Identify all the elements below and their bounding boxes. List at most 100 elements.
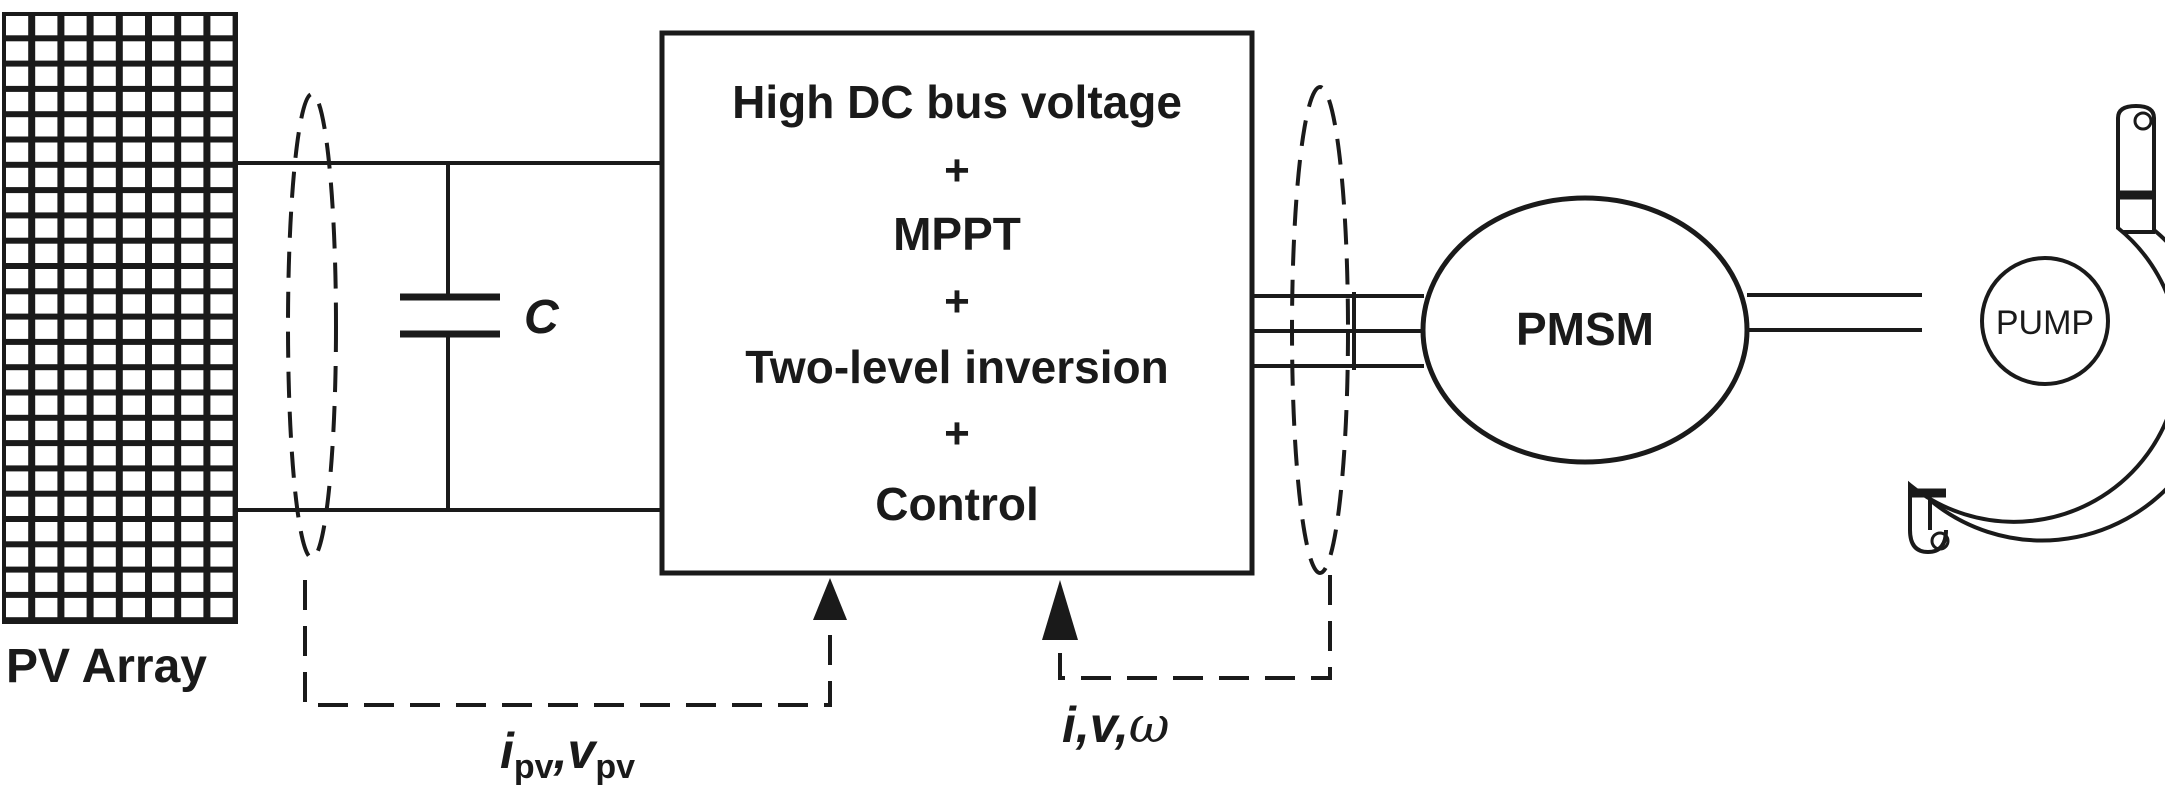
pv-cell	[122, 572, 145, 592]
pv-cell	[93, 572, 116, 592]
pv-cell	[6, 572, 29, 592]
pv-cell	[152, 496, 175, 516]
pv-cell	[93, 344, 116, 365]
converter-text: High DC bus voltage+MPPT+Two-level inver…	[732, 76, 1182, 530]
pv-cell	[210, 91, 233, 112]
pv-cell	[93, 142, 116, 162]
pv-cell	[64, 117, 87, 137]
pv-cell	[152, 243, 175, 263]
pv-cell	[93, 496, 116, 516]
pv-cell	[93, 167, 116, 188]
pv-cell	[35, 446, 58, 466]
pv-cell	[181, 117, 204, 137]
pv-cell	[181, 193, 204, 213]
pv-cell	[93, 471, 116, 491]
pv-cell	[35, 16, 58, 36]
pv-cell	[6, 522, 29, 542]
pv-cell	[181, 294, 204, 314]
pv-cell	[122, 522, 145, 542]
pv-feedback-path	[303, 578, 847, 707]
pv-cell	[35, 344, 58, 365]
pv-cell	[35, 471, 58, 491]
motor-feedback-label: i,v,ω	[1062, 696, 1170, 754]
converter-line-6: Control	[875, 478, 1039, 530]
pv-cell	[181, 572, 204, 592]
pv-cell	[181, 269, 204, 289]
pv-cell	[64, 496, 87, 516]
pv-cell	[152, 319, 175, 339]
pv-cell	[152, 446, 175, 466]
pv-cell	[6, 41, 29, 61]
pv-cell	[6, 319, 29, 339]
pv-array	[2, 12, 238, 624]
pv-cell	[210, 446, 233, 466]
pv-cell	[64, 420, 87, 441]
converter-line-4: Two-level inversion	[745, 341, 1168, 393]
pv-cell	[35, 572, 58, 592]
pv-cell	[152, 471, 175, 491]
pv-feedback-label: ipv,vpv	[500, 723, 635, 786]
pv-cell	[210, 370, 233, 390]
pv-cell	[152, 117, 175, 137]
converter-line-2: MPPT	[893, 208, 1021, 260]
pv-cell	[64, 370, 87, 390]
pv-cell	[64, 269, 87, 289]
pv-cell	[152, 547, 175, 567]
converter-line-0: High DC bus voltage	[732, 76, 1182, 128]
pv-cell	[122, 41, 145, 61]
pv-cell	[64, 167, 87, 188]
pv-cell	[64, 16, 87, 36]
capacitor-label: C	[524, 291, 560, 344]
pv-cell	[93, 66, 116, 86]
pv-cell	[6, 91, 29, 112]
pv-cell	[122, 117, 145, 137]
pv-cell	[122, 269, 145, 289]
pmsm-label: PMSM	[1516, 303, 1654, 355]
pv-cell	[181, 395, 204, 415]
pv-cell	[210, 547, 233, 567]
pv-cell	[122, 395, 145, 415]
pv-cell	[93, 597, 116, 618]
pv-cell	[6, 471, 29, 491]
pv-cell	[6, 446, 29, 466]
pv-cell	[93, 370, 116, 390]
pv-cell	[64, 395, 87, 415]
pv-array-label: PV Array	[6, 640, 207, 693]
pv-cell	[181, 547, 204, 567]
pv-cell	[152, 66, 175, 86]
pv-cell	[6, 193, 29, 213]
pv-cell	[210, 218, 233, 238]
pv-cell	[152, 193, 175, 213]
pv-sensing-ellipse	[286, 92, 338, 560]
converter-line-1: +	[944, 146, 970, 195]
pv-cell	[181, 496, 204, 516]
pv-cell	[35, 41, 58, 61]
capacitor	[400, 163, 500, 510]
pv-cell	[152, 167, 175, 188]
pv-cell	[93, 16, 116, 36]
pv-cell	[152, 572, 175, 592]
pv-cell	[122, 16, 145, 36]
pv-cell	[122, 471, 145, 491]
pv-cell	[152, 294, 175, 314]
pv-cell	[122, 547, 145, 567]
pv-cell	[122, 66, 145, 86]
pv-cell	[64, 547, 87, 567]
pv-cell	[93, 243, 116, 263]
pv-cell	[181, 446, 204, 466]
pv-cell	[93, 420, 116, 441]
motor-shaft	[1747, 293, 1922, 332]
pv-cell	[35, 395, 58, 415]
pv-cell	[6, 496, 29, 516]
pv-cell	[64, 344, 87, 365]
pv-cell	[35, 243, 58, 263]
pv-cell	[181, 597, 204, 618]
pv-cell	[35, 218, 58, 238]
pv-cell	[210, 117, 233, 137]
pv-cell	[181, 471, 204, 491]
three-phase-lines	[1252, 292, 1424, 370]
pv-cell	[122, 446, 145, 466]
pv-cell	[210, 243, 233, 263]
pv-cell	[35, 193, 58, 213]
pv-cell	[64, 572, 87, 592]
